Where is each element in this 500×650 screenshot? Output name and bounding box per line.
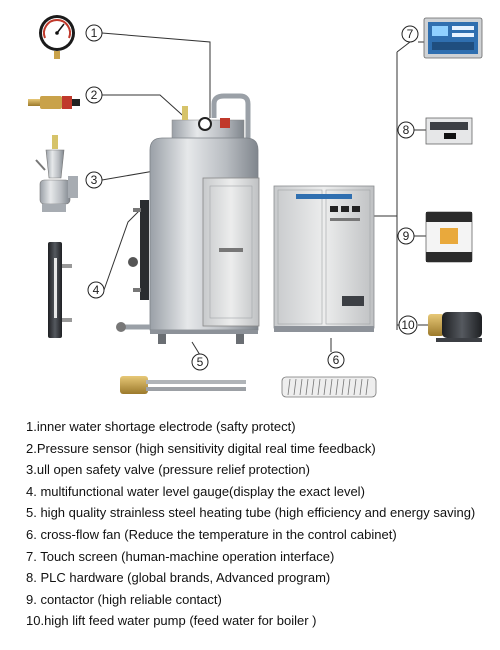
callout-2-label: 2 <box>91 88 98 102</box>
heating-tube <box>120 376 246 394</box>
legend-item-2: 2.Pressure sensor (high sensitivity digi… <box>26 440 376 456</box>
legend-item-3: 3.ull open safety valve (pressure relief… <box>26 462 310 478</box>
callout-10: 10 <box>398 315 418 335</box>
leader-lines <box>101 32 428 356</box>
leader-line-5 <box>191 341 201 356</box>
contactor <box>425 211 473 263</box>
callout-5-label: 5 <box>197 355 204 369</box>
feed-water-pump <box>428 312 482 342</box>
cross-flow-fan <box>281 376 377 398</box>
callout-6: 6 <box>327 351 345 369</box>
callout-3: 3 <box>85 171 103 189</box>
water-level-gauge <box>48 242 72 338</box>
touch-screen <box>423 17 483 59</box>
callout-1-label: 1 <box>91 26 98 40</box>
leader-line-2 <box>102 94 191 123</box>
callout-9-label: 9 <box>403 229 410 243</box>
callout-8: 8 <box>397 121 415 139</box>
callout-3-label: 3 <box>91 173 98 187</box>
legend-item-9: 9. contactor (high reliable contact) <box>26 591 222 607</box>
callout-4: 4 <box>87 281 105 299</box>
callout-6-label: 6 <box>333 353 340 367</box>
plc-module <box>425 117 473 145</box>
callout-1: 1 <box>85 24 103 42</box>
leader-line-1 <box>101 32 211 118</box>
legend-item-4: 4. multifunctional water level gauge(dis… <box>26 483 365 499</box>
boiler-components-diagram: 1 2 3 4 5 6 7 8 9 10 <box>28 15 483 398</box>
legend-item-6: 6. cross-flow fan (Reduce the temperatur… <box>26 526 397 542</box>
callout-10-label: 10 <box>401 318 415 332</box>
callout-4-label: 4 <box>93 283 100 297</box>
legend-item-10: 10.high lift feed water pump (feed water… <box>26 613 317 629</box>
legend-item-5: 5. high quality strainless steel heating… <box>26 505 476 521</box>
safety-valve <box>35 135 78 212</box>
bus-to-7 <box>396 41 411 53</box>
pressure-sensor <box>28 96 80 109</box>
pressure-gauge <box>39 15 75 59</box>
callout-8-label: 8 <box>403 123 410 137</box>
callout-7-label: 7 <box>407 27 414 41</box>
legend-item-1: 1.inner water shortage electrode (safty … <box>26 419 296 434</box>
component-legend: 1.inner water shortage electrode (safty … <box>26 416 496 632</box>
legend-item-8: 8. PLC hardware (global brands, Advanced… <box>26 570 331 586</box>
legend-item-7: 7. Touch screen (human-machine operation… <box>26 548 335 564</box>
callout-7: 7 <box>401 25 419 43</box>
callout-9: 9 <box>397 227 415 245</box>
boiler-unit <box>116 93 260 344</box>
callout-2: 2 <box>85 86 103 104</box>
control-cabinet <box>273 185 375 332</box>
callout-5: 5 <box>191 353 209 371</box>
leader-line-4 <box>103 207 143 291</box>
